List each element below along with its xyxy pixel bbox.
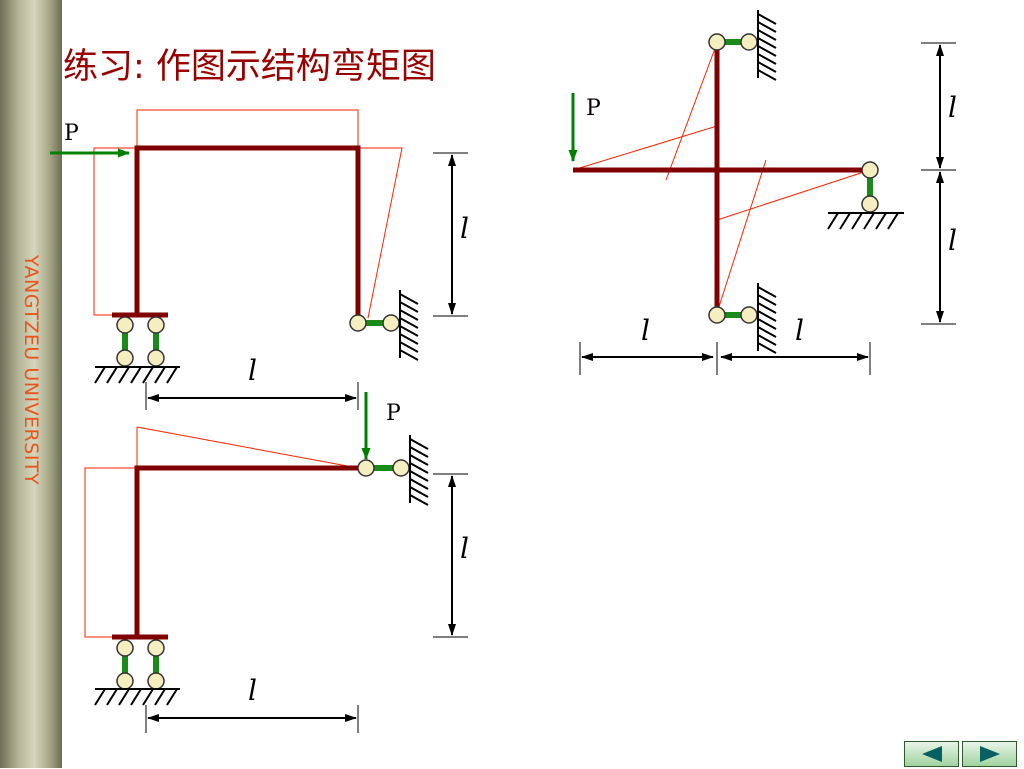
dimension-vertical bbox=[921, 42, 956, 325]
ground-hatch bbox=[94, 366, 180, 384]
frame-members bbox=[112, 465, 362, 640]
wall-hatch bbox=[399, 290, 419, 361]
moment-diagram bbox=[572, 42, 871, 314]
frame-members bbox=[112, 145, 361, 320]
previous-slide-button[interactable] bbox=[904, 741, 959, 767]
dimension-horizontal bbox=[145, 382, 359, 410]
force-label: P bbox=[586, 96, 601, 121]
hinges bbox=[116, 314, 400, 367]
triangle-right-icon bbox=[979, 746, 1000, 762]
dimension-label-horizontal: l bbox=[248, 354, 257, 387]
frame-bottom-left: P l l bbox=[84, 392, 469, 733]
dimension-horizontal bbox=[579, 342, 871, 375]
frame-top-left: P l l bbox=[50, 109, 469, 410]
force-label: P bbox=[64, 121, 79, 146]
dimension-horizontal bbox=[145, 705, 359, 733]
dimension-vertical bbox=[433, 152, 468, 317]
sidebar: YANGTZEU UNIVERSITY bbox=[0, 0, 62, 768]
hinges bbox=[708, 33, 879, 324]
support-links bbox=[122, 465, 401, 681]
hinges bbox=[116, 459, 410, 690]
dimension-label-vertical: l bbox=[460, 212, 469, 245]
dimension-vertical bbox=[433, 473, 468, 638]
moment-diagram bbox=[84, 426, 359, 638]
dimension-label-top: l bbox=[948, 91, 957, 124]
dimension-label-vertical: l bbox=[460, 532, 469, 565]
dimension-label-horizontal: l bbox=[248, 674, 257, 707]
dimension-label-bottom: l bbox=[948, 224, 957, 257]
next-slide-button[interactable] bbox=[962, 741, 1017, 767]
ground-hatch bbox=[94, 688, 180, 706]
wall-hatch bbox=[409, 435, 429, 506]
frame-right: P l l l l bbox=[568, 10, 957, 375]
force-label: P bbox=[386, 401, 401, 426]
dimension-label-right: l bbox=[795, 314, 804, 347]
slide-navigation bbox=[904, 741, 1021, 769]
support-links bbox=[717, 39, 873, 318]
ground-hatch bbox=[827, 212, 904, 230]
wall-hatch-top bbox=[757, 10, 777, 81]
wall-hatch-bottom bbox=[757, 283, 777, 354]
triangle-left-icon bbox=[921, 746, 942, 762]
frame-members bbox=[573, 43, 870, 313]
page-title: 练习: 作图示结构弯矩图 bbox=[63, 47, 436, 87]
dimension-label-left: l bbox=[641, 314, 650, 347]
